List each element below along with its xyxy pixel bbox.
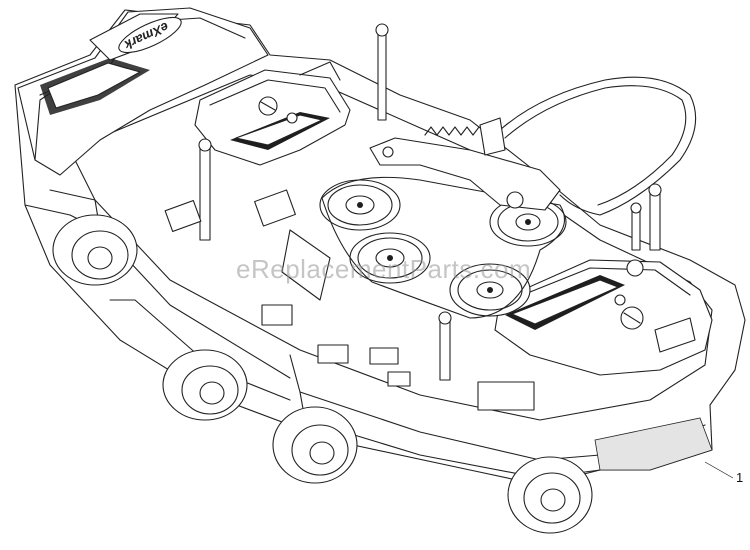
watermark-text: eReplacementParts.com	[236, 254, 532, 284]
right-belt-cover	[494, 259, 713, 376]
decal-icon	[477, 381, 535, 411]
wheel-icon	[272, 406, 358, 484]
pin-icon	[648, 183, 662, 251]
wheels	[52, 214, 593, 534]
left-belt-cover	[194, 61, 351, 166]
decal-icon	[164, 199, 202, 233]
deck-decals	[164, 189, 535, 411]
wheel-icon	[52, 214, 138, 286]
belt-icon	[321, 176, 565, 319]
wheel-icon	[162, 349, 248, 421]
pulley-icon	[319, 179, 401, 231]
decal-icon	[281, 229, 331, 301]
pin-icon	[438, 311, 452, 381]
pulley-group	[319, 176, 567, 319]
wheel-icon	[507, 456, 593, 534]
spring-icon	[424, 126, 480, 136]
pulley-icon	[349, 232, 431, 284]
decal-icon	[254, 189, 296, 227]
decal-icon	[387, 371, 411, 387]
callout-leader-line	[704, 461, 734, 479]
pin-icon	[630, 202, 642, 251]
callout-number-1: 1	[736, 470, 744, 485]
decal-icon	[369, 347, 399, 365]
pin-icon	[375, 23, 389, 121]
spare-belt	[499, 76, 697, 216]
discharge-shield	[17, 7, 269, 176]
height-pins	[198, 23, 662, 381]
belt-icon	[499, 76, 697, 216]
decal-icon	[261, 304, 293, 326]
idler-arm	[369, 117, 561, 211]
decal-icon	[317, 344, 349, 364]
pin-icon	[198, 138, 212, 241]
